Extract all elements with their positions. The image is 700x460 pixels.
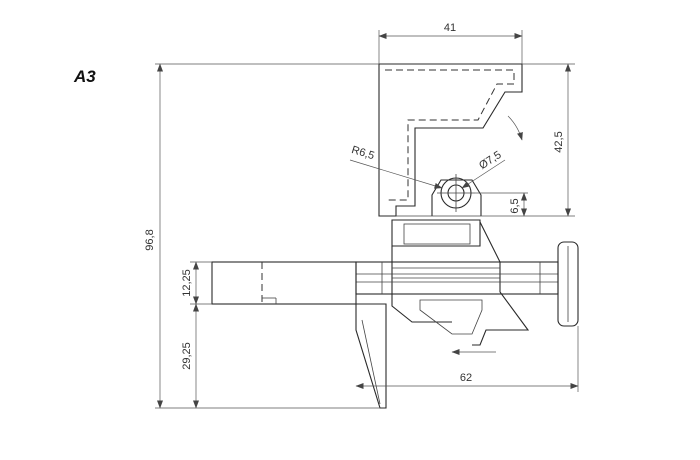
dimension-96-8: 96,8 <box>144 63 380 409</box>
dimension-6-5: 6,5 <box>475 192 528 217</box>
upper-jaw <box>378 63 523 217</box>
dimension-radius: R6,5 <box>349 144 443 189</box>
svg-text:12,25: 12,25 <box>181 269 193 297</box>
svg-text:R6,5: R6,5 <box>350 144 376 162</box>
svg-text:96,8: 96,8 <box>144 229 156 250</box>
svg-text:62: 62 <box>460 372 472 384</box>
dimension-42-5: 42,5 <box>481 63 575 217</box>
left-pad <box>211 261 357 305</box>
dimension-29-25: 29,25 <box>181 303 199 409</box>
dimension-12-25: 12,25 <box>181 261 212 305</box>
svg-text:6,5: 6,5 <box>509 198 521 213</box>
clamp-body <box>391 219 530 346</box>
dimension-41: 41 <box>378 22 523 64</box>
lower-jaw <box>355 303 387 409</box>
svg-text:29,25: 29,25 <box>181 342 193 370</box>
pivot-hole <box>437 174 475 212</box>
svg-text:42,5: 42,5 <box>553 131 565 152</box>
svg-text:Ø7,5: Ø7,5 <box>477 149 504 172</box>
svg-text:41: 41 <box>444 22 456 34</box>
knob <box>557 241 579 327</box>
drawing-label: A3 <box>73 67 96 86</box>
dimension-62: 62 <box>355 326 579 392</box>
rotation-arrow <box>507 115 523 141</box>
dimension-diameter: Ø7,5 <box>461 149 506 189</box>
